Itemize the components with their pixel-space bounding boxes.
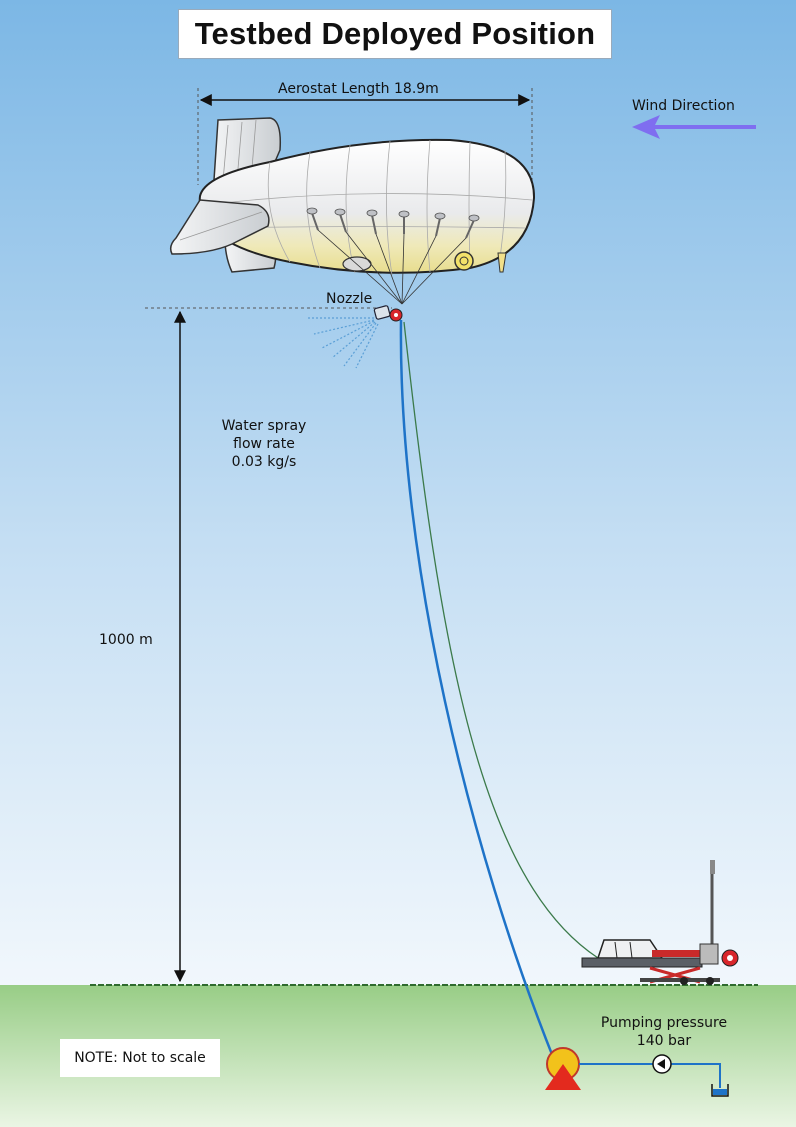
page-title: Testbed Deployed Position (194, 16, 596, 51)
aerostat-length-label: Aerostat Length 18.9m (278, 81, 439, 97)
note-box: NOTE: Not to scale (60, 1039, 220, 1077)
pump-label-line-2: 140 bar (636, 1033, 692, 1049)
water-supply-hose (399, 319, 557, 1063)
water-spray-icon (308, 317, 379, 369)
spray-label-line-2: flow rate (233, 436, 295, 452)
water-tank-icon (711, 1084, 729, 1097)
note-text: NOTE: Not to scale (74, 1050, 206, 1066)
pump-label-line-1: Pumping pressure (600, 1015, 728, 1031)
nozzle-icon (373, 305, 403, 322)
pumping-pressure-label: Pumping pressure 140 bar (594, 1014, 734, 1050)
aerostat-icon (169, 117, 536, 305)
spray-label-line-3: 0.03 kg/s (231, 454, 297, 470)
spray-flow-label: Water spray flow rate 0.03 kg/s (208, 417, 320, 471)
pump-icon (545, 1047, 581, 1090)
spray-label-line-1: Water spray (221, 418, 307, 434)
nozzle-label: Nozzle (326, 291, 373, 307)
check-valve-icon (652, 1054, 672, 1074)
tether-cable (403, 321, 599, 959)
intake-pipe (670, 1063, 721, 1088)
wind-direction-arrow-icon (632, 115, 756, 139)
wind-direction-label: Wind Direction (632, 98, 735, 114)
winch-trailer-icon (581, 860, 739, 985)
title-box: Testbed Deployed Position (178, 9, 612, 59)
altitude-label: 1000 m (99, 632, 153, 648)
